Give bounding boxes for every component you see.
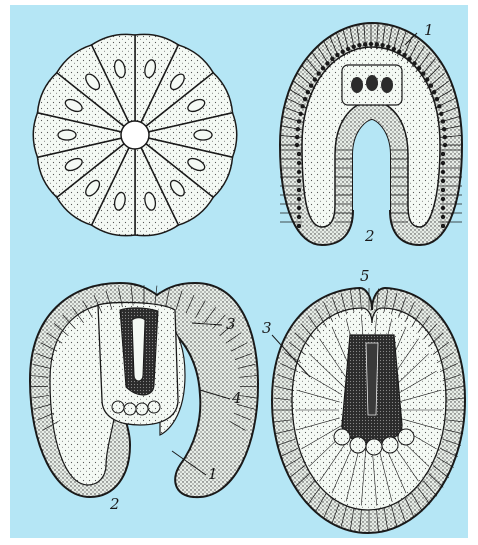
gastrula-nucleus-dot xyxy=(297,224,301,228)
gastrula-nucleus-dot xyxy=(441,188,445,192)
gastrula-nucleus-dot xyxy=(425,77,429,81)
gastrula-nucleus-dot xyxy=(369,42,373,46)
gastrula-nucleus-dot xyxy=(297,152,301,156)
label-5-neurula-late: 5 xyxy=(360,267,370,285)
label-1-gastrula: 1 xyxy=(424,21,434,39)
neurula-early-neural-groove xyxy=(132,318,145,381)
embryology-diagram-panel: 1 2 3 4 xyxy=(10,5,468,538)
gastrula-nucleus-dot xyxy=(429,83,433,87)
gastrula-nucleus-dot xyxy=(417,66,421,70)
gastrula-nucleus-dot xyxy=(441,197,445,201)
gastrula-nucleus-dot xyxy=(441,161,445,165)
gastrula-nucleus-dot xyxy=(363,42,367,46)
gastrula-nucleus-dot xyxy=(402,53,406,57)
gastrula-nucleus xyxy=(366,75,378,91)
gastrula-nucleus-dot xyxy=(386,45,390,49)
gastrula-nucleus-dot xyxy=(297,161,301,165)
gastrula-nucleus-dot xyxy=(340,49,344,53)
gastrula-nucleus-dot xyxy=(297,188,301,192)
neurula-late-figure: 5 3 xyxy=(262,267,465,533)
gastrula-nucleus-dot xyxy=(441,152,445,156)
blastula-figure xyxy=(33,34,236,235)
gastrula-nucleus-dot xyxy=(441,224,445,228)
gastrula-nucleus-dot xyxy=(441,215,445,219)
gastrula-nucleus-dot xyxy=(321,66,325,70)
gastrula-nucleus xyxy=(381,77,393,93)
gastrula-nucleus-dot xyxy=(297,119,301,123)
gastrula-nucleus-dot xyxy=(407,57,411,61)
gastrula-nucleus-dot xyxy=(306,90,310,94)
label-1-neurula-early: 1 xyxy=(208,465,218,483)
label-4-neurula-early: 4 xyxy=(231,389,242,407)
embryology-diagram: 1 2 3 4 xyxy=(10,5,468,538)
label-2-gastrula: 2 xyxy=(364,227,375,245)
blastocoel xyxy=(121,121,149,149)
gastrula-cavity xyxy=(353,120,390,210)
gastrula-nucleus-dot xyxy=(298,112,302,116)
gastrula-nucleus-dot xyxy=(297,197,301,201)
gastrula-nucleus xyxy=(351,77,363,93)
gastrula-nucleus-dot xyxy=(421,71,425,75)
blastula-nucleus xyxy=(58,130,76,140)
gastrula-nucleus-dot xyxy=(432,90,436,94)
gastrula-nucleus-dot xyxy=(412,61,416,65)
neurula-early-figure: 3 4 1 2 xyxy=(30,283,258,513)
gastrula-nucleus-dot xyxy=(357,43,361,47)
gastrula-nucleus-dot xyxy=(392,47,396,51)
gastrula-nucleus-dot xyxy=(352,45,356,49)
gastrula-nucleus-dot xyxy=(325,61,329,65)
gastrula-nucleus-dot xyxy=(330,57,334,61)
gastrula-nucleus-dot xyxy=(443,143,447,147)
gastrula-nucleus-dot xyxy=(441,206,445,210)
gastrula-nucleus-dot xyxy=(313,77,317,81)
gastrula-nucleus-dot xyxy=(335,53,339,57)
gastrula-nucleus-dot xyxy=(375,42,379,46)
gastrula-nucleus-dot xyxy=(439,112,443,116)
gastrula-nucleus-dot xyxy=(441,119,445,123)
gastrula-nucleus-dot xyxy=(380,43,384,47)
gastrula-nucleus-dot xyxy=(300,104,304,108)
gastrula-nucleus-dot xyxy=(297,179,301,183)
gastrula-nucleus-dot xyxy=(397,49,401,53)
gastrula-nucleus-dot xyxy=(441,179,445,183)
gastrula-nucleus-dot xyxy=(295,143,299,147)
gastrula-nucleus-dot xyxy=(297,206,301,210)
gastrula-nucleus-dot xyxy=(297,170,301,174)
gastrula-nucleus-dot xyxy=(442,127,446,131)
gastrula-nucleus-dot xyxy=(316,71,320,75)
blastula-nucleus xyxy=(194,130,212,140)
label-3-neurula-early: 3 xyxy=(226,315,236,333)
gastrula-nucleus-dot xyxy=(303,97,307,101)
label-2-neurula-early: 2 xyxy=(109,495,120,513)
gastrula-figure: 1 2 xyxy=(280,21,462,245)
gastrula-nucleus-dot xyxy=(437,104,441,108)
gastrula-nucleus-dot xyxy=(443,135,447,139)
gastrula-nucleus-dot xyxy=(295,135,299,139)
label-3-neurula-late: 3 xyxy=(262,319,272,337)
gastrula-nucleus-dot xyxy=(441,170,445,174)
gastrula-nucleus-dot xyxy=(346,47,350,51)
gastrula-nucleus-dot xyxy=(435,97,439,101)
neurula-late-neural-canal xyxy=(366,343,378,415)
gastrula-nucleus-dot xyxy=(309,83,313,87)
gastrula-nucleus-dot xyxy=(296,127,300,131)
gastrula-nucleus-dot xyxy=(297,215,301,219)
